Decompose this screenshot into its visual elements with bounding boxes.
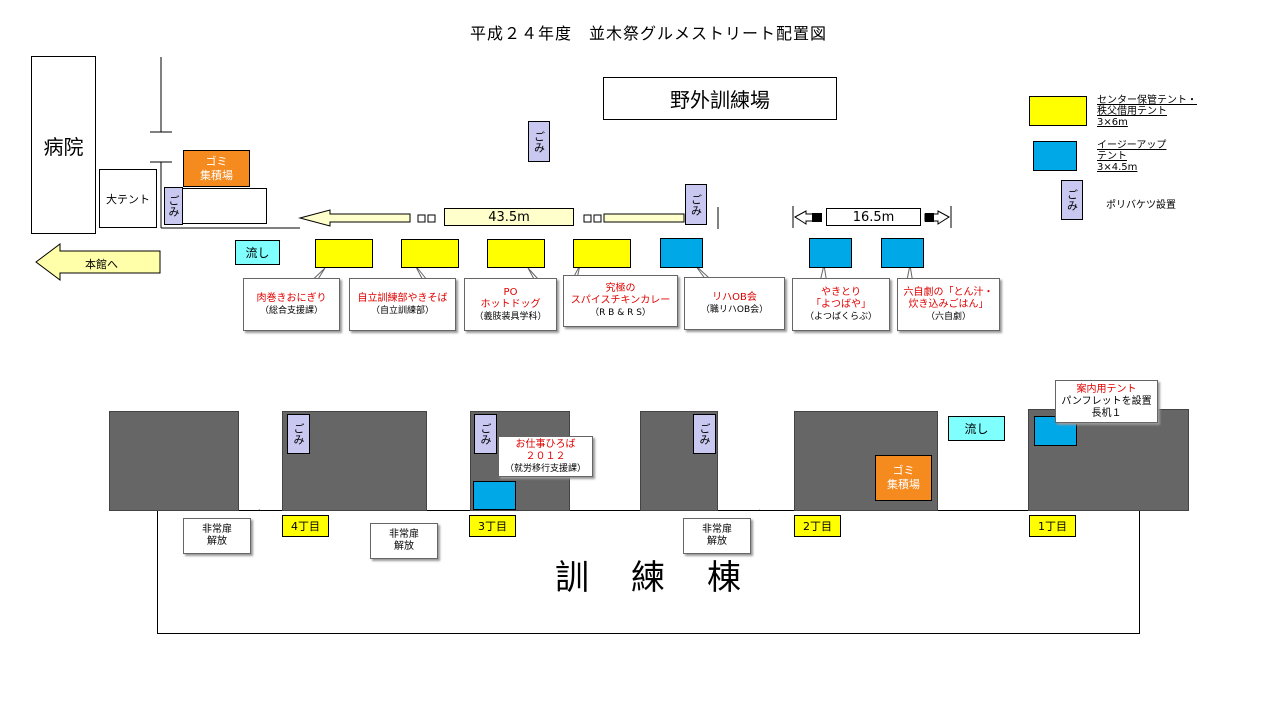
stall-name: PO ホットドッグ [480,286,541,310]
stall-callout-1: 肉巻きおにぎり （総合支援課） [243,278,340,331]
legend-blue-label: イージーアップ テント 3×4.5m [1097,140,1167,173]
stall-name: 自立訓練部やきそば [357,292,448,304]
tent-5 [660,238,703,268]
distance-16-label: 16.5m [852,209,895,225]
chome-3: 3丁目 [469,515,516,537]
tent-3 [487,239,545,268]
chome-1: 1丁目 [1029,515,1076,537]
training-building-label: 訓 練 棟 [555,558,745,598]
distance-43-box: 43.5m [444,208,574,226]
job-plaza-group: （就労移行支援課） [504,463,586,474]
info-tent-callout: 案内用テント パンフレットを設置 長机１ [1055,380,1158,423]
emergency-label: 非常扉 解放 [202,524,232,547]
sink-bottom: 流し [948,416,1005,441]
stall-callout-2: 自立訓練部やきそば （自立訓練部） [349,278,456,331]
legend-lilac-swatch: ごみ [1061,180,1083,220]
stall-name: やきとり 「よつばや」 [811,286,871,310]
main-building-label: 本館へ [85,258,118,271]
garbage-label-top: ゴミ 集積場 [200,154,233,182]
stall-callout-7: 六自劇の「とん汁・ 炊き込みごはん」 （六自劇） [897,278,1000,331]
trash-bin-5: ごみ [474,414,497,454]
stall-group: （R B & R S） [590,308,651,318]
chome-2: 2丁目 [794,515,841,537]
emergency-label: 非常扉 解放 [389,529,419,552]
stall-name: 究極の スパイスチキンカレー [570,283,671,306]
hospital-label: 病院 [43,134,84,159]
stall-group: （よつばくらぶ） [804,311,877,322]
hospital-building: 病院 [31,56,96,234]
emergency-door-3: 非常扉 解放 [683,518,751,554]
stall-callout-4: 究極の スパイスチキンカレー （R B & R S） [563,275,678,327]
stall-group: （総合支援課） [259,305,323,316]
distance-16-box: 16.5m [826,208,921,226]
job-plaza-callout: お仕事ひろば ２０１２ （就労移行支援課） [498,436,593,477]
stall-name: リハOB会 [712,291,757,303]
chome-4: 4丁目 [282,515,329,537]
emergency-door-1: 非常扉 解放 [183,518,251,554]
tent-6 [809,238,852,268]
tent-4 [573,239,631,268]
stall-name: 肉巻きおにぎり [256,292,327,304]
legend-yellow-label: センター保管テント・ 秩父借用テント 3×6m [1097,95,1197,128]
garbage-area-bottom: ゴミ 集積場 [875,455,932,501]
info-tent-note: パンフレットを設置 長机１ [1061,395,1152,419]
garbage-area-top: ゴミ 集積場 [183,150,250,187]
sink-top: 流し [235,240,280,265]
building-block-1 [109,411,239,511]
distance-43-label: 43.5m [488,209,530,225]
emergency-door-2: 非常扉 解放 [370,523,438,559]
stall-group: （自立訓練部） [370,305,434,316]
tent-2 [401,239,459,268]
stall-callout-5: リハOB会 （職リハOB会） [684,277,785,330]
job-plaza-name: お仕事ひろば ２０１２ [515,438,576,462]
tent-area [178,188,267,224]
stall-group: （義肢装具学科） [474,311,547,322]
trash-bin-4: ごみ [287,414,310,454]
tent-1 [315,239,373,268]
stall-group: （職リハOB会） [700,304,769,315]
stall-name: 六自劇の「とん汁・ 炊き込みごはん」 [903,286,994,310]
trash-bin-2: ごみ [528,121,550,162]
tent-7 [881,238,924,268]
trash-bin-3: ごみ [685,184,707,225]
legend-yellow-swatch [1029,96,1087,126]
stall-callout-3: PO ホットドッグ （義肢装具学科） [464,278,557,331]
outdoor-training-ground: 野外訓練場 [603,77,837,120]
legend-blue-swatch [1033,141,1077,171]
emergency-label: 非常扉 解放 [702,524,732,547]
trash-bin-6: ごみ [693,414,716,454]
trash-bin-1: ごみ [164,187,183,225]
stall-callout-6: やきとり 「よつばや」 （よつばくらぶ） [792,278,890,331]
legend-lilac-label: ポリバケツ設置 [1106,200,1176,211]
big-tent: 大テント [99,169,157,228]
big-tent-label: 大テント [106,192,150,206]
outdoor-label: 野外訓練場 [670,88,770,112]
info-tent-name: 案内用テント [1076,383,1137,395]
tent-job-plaza [473,481,516,510]
stall-group: （六自劇） [925,311,971,322]
garbage-label-bottom: ゴミ 集積場 [887,464,920,491]
map-title: 平成２４年度 並木祭グルメストリート配置図 [470,24,828,43]
